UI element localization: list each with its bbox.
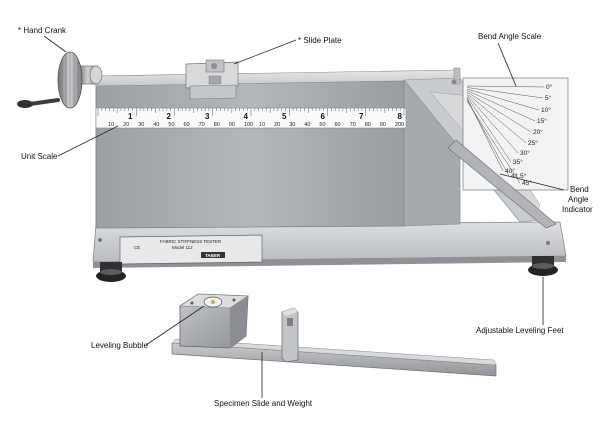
unit-scale-inch-numbers: 1 2 3 4 5 6 7 8 [128,112,403,121]
angle-scale-lines: 0° 5° 10° 15° 20° 25° 30°35°40°41.5°45° [466,83,553,187]
unit-scale-cm-numbers: 10 20 30 40 50 60 70 80 90 100 10 20 30 40 50 60 70 80 90 2… [108,122,404,128]
callout-slide-plate: * Slide Plate [233,36,342,65]
specimen-weight-post [281,307,299,363]
callout-specimen-slide-label: Specimen Slide and Weight [214,399,313,408]
unit-scale-ticks [97,108,405,116]
callout-hand-crank: * Hand Crank [18,26,67,53]
angle-scale-label: 15° [537,117,547,125]
callout-unit-scale: Unit Scale [21,125,119,161]
callout-leveling-bubble-label: Leveling Bubble [91,341,148,350]
angle-scale-label: 5° [545,94,552,102]
nameplate: FABRIC STIFFNESS TESTER Model 112 CE TAB… [119,234,263,265]
cm-scale-number: 50 [319,122,325,128]
cm-scale-number: 100 [244,122,253,128]
callout-indicator-line2: Angle [568,195,589,204]
cm-scale-number: 20 [123,122,129,128]
angle-scale-line [466,100,521,184]
nameplate-model: Model 112 [172,245,193,250]
cm-scale-number: 50 [168,122,174,128]
angle-scale-label: 30° [520,149,530,157]
specimen-slide-and-weight [171,293,497,377]
angle-scale-line [466,93,527,144]
inch-scale-number: 6 [321,112,326,121]
angle-scale-line [466,87,544,99]
callout-bend-angle-scale: Bend Angle Scale [478,32,542,87]
cm-scale-number: 20 [274,122,280,128]
callout-bend-angle-indicator: Bend Angle Indicator [499,173,593,214]
main-body [95,79,405,229]
leveling-foot-left [96,262,126,282]
cm-scale-number: 30 [138,122,144,128]
callout-indicator-line3: Indicator [562,205,593,214]
cm-scale-number: 40 [304,122,310,128]
bend-angle-scale: 0° 5° 10° 15° 20° 25° 30°35°40°41.5°45° [451,77,569,191]
angle-scale-line [466,88,540,111]
angle-scale-label: 20° [533,128,543,136]
bend-angle-indicator [447,139,557,229]
callout-hand-crank-label: * Hand Crank [18,26,67,35]
cm-scale-number: 60 [335,122,341,128]
cm-scale-number: 70 [199,122,205,128]
inch-scale-number: 7 [359,112,364,121]
callout-unit-scale-label: Unit Scale [21,152,58,161]
leveling-foot-right [528,256,558,276]
inch-scale-number: 1 [128,112,133,121]
angle-scale-label: 25° [528,139,538,147]
callout-indicator-line1: Bend [570,185,589,194]
hand-crank [17,51,103,109]
cm-scale-number: 90 [229,122,235,128]
inch-scale-number: 2 [167,112,172,121]
nameplate-brand: TABER [205,253,221,258]
callout-slide-plate-label: * Slide Plate [298,36,342,45]
angle-scale-label: 35° [513,158,523,166]
leveling-block [179,293,249,349]
angle-scale-line [466,90,536,122]
base-plate-front [93,256,566,268]
unit-scale: 1 2 3 4 5 6 7 8 10 20 30 40 50 60 70 80 90 100 10 20 30 40 50… [95,107,407,129]
cm-scale-number: 80 [214,122,220,128]
cm-scale-number: 30 [289,122,295,128]
inch-scale-number: 8 [398,112,403,121]
cm-scale-number: 90 [380,122,386,128]
inch-scale-number: 3 [205,112,210,121]
angle-scale-line [466,96,512,163]
inch-scale-number: 4 [244,112,249,121]
callout-bend-angle-scale-label: Bend Angle Scale [478,32,542,41]
cm-scale-number: 80 [365,122,371,128]
cm-scale-number: 10 [259,122,265,128]
angle-scale-line [466,91,532,133]
callout-specimen-slide: Specimen Slide and Weight [214,352,313,408]
callout-leveling-feet-label: Adjustable Leveling Feet [476,326,564,335]
cm-scale-number: 70 [350,122,356,128]
callout-leveling-feet: Adjustable Leveling Feet [476,277,564,335]
callout-leveling-bubble: Leveling Bubble [91,305,205,350]
cm-scale-number: 10 [108,122,114,128]
angle-scale-label: 40° [505,167,515,175]
tester-instrument: 0° 5° 10° 15° 20° 25° 30°35°40°41.5°45° 1 2 3 4 5 6… [17,51,569,282]
slide-plate [185,59,239,100]
cm-scale-number: 200 [395,122,404,128]
angle-scale-label: 45° [522,179,532,187]
angle-scale-line [466,94,519,154]
inch-scale-number: 5 [282,112,287,121]
ce-mark: CE [134,245,140,250]
right-post [453,67,461,85]
nameplate-title: FABRIC STIFFNESS TESTER [160,239,222,244]
angle-scale-label: 0° [546,83,553,91]
angle-scale-label: 41.5° [511,172,527,180]
angle-scale-line [466,85,545,88]
angle-scale-label: 10° [541,106,551,114]
cm-scale-number: 40 [153,122,159,128]
cm-scale-number: 60 [184,122,190,128]
